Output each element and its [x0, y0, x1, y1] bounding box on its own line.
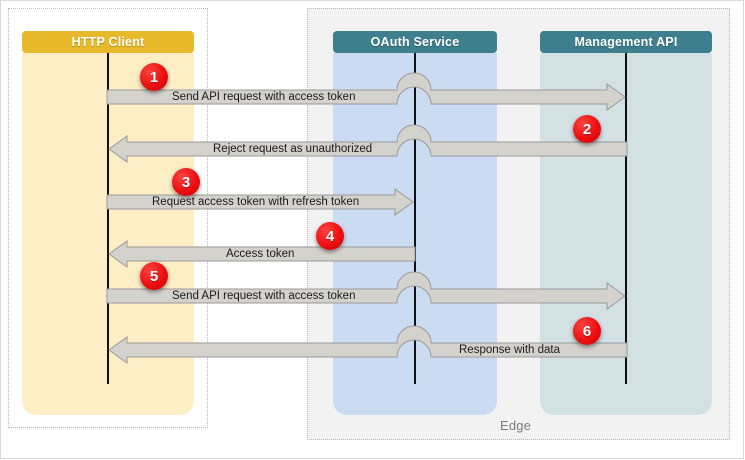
message-2-step-badge: 2 [573, 115, 601, 143]
message-1-step-badge: 1 [140, 63, 168, 91]
message-1-arrow[interactable] [106, 72, 627, 111]
message-4-arrow[interactable] [107, 240, 416, 268]
participant-oauth-service-header: OAuth Service [333, 31, 497, 53]
message-6-step-badge: 6 [573, 317, 601, 345]
group-http-client [8, 8, 208, 428]
group-edge-label: Edge [500, 418, 532, 433]
lifeline-management-api [625, 53, 627, 384]
participant-http-client-header: HTTP Client [22, 31, 194, 53]
message-2-label: Reject request as unauthorized [213, 143, 373, 155]
message-3-step-badge: 3 [172, 168, 200, 196]
message-5-arrow[interactable] [106, 271, 627, 310]
message-6-arrow[interactable] [107, 325, 628, 364]
message-3-label: Request access token with refresh token [152, 196, 360, 208]
participant-management-api-header: Management API [540, 31, 712, 53]
lifeline-http-client [107, 53, 109, 384]
message-5-step-badge: 5 [140, 262, 168, 290]
message-6-label: Response with data [459, 344, 561, 356]
message-2-arrow[interactable] [107, 124, 628, 163]
lifeline-oauth-service [414, 53, 416, 384]
message-5-label: Send API request with access token [172, 290, 356, 302]
message-4-step-badge: 4 [316, 222, 344, 250]
message-1-label: Send API request with access token [172, 91, 356, 103]
message-4-label: Access token [226, 248, 295, 260]
